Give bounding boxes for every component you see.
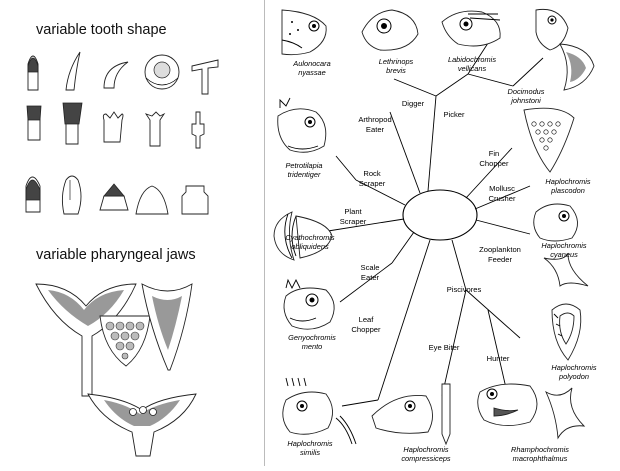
species-polyodon-label: Haplochromispolyodon	[551, 363, 596, 381]
category-rock-label-line-2: Scraper	[359, 179, 386, 188]
category-eye-label: Eye Biter	[429, 343, 460, 352]
category-digger-label-line: Digger	[402, 99, 425, 108]
category-leaf-label-line-2: Chopper	[351, 325, 381, 334]
panel-divider	[264, 0, 265, 466]
species-labidochromis-epithet: vellicans	[458, 64, 487, 73]
species-compressiceps-epithet: compressiceps	[401, 454, 451, 463]
category-pisc-label-line: Piscivores	[447, 285, 482, 294]
category-mollusc-label-line-1: Mollusc	[489, 184, 515, 193]
species-rhamphochromis-genus: Rhamphochromis	[511, 445, 569, 454]
category-scale-label-line-1: Scale	[361, 263, 380, 272]
fish-labidochromis-drawing	[442, 11, 500, 46]
category-plant-label-line-2: Scraper	[340, 217, 367, 226]
species-petrotilapia-genus: Petrotilapia	[286, 161, 323, 170]
category-rock-label-line-1: Rock	[363, 169, 381, 178]
fish-compressiceps-drawing	[372, 384, 450, 444]
species-docimodus-genus: Docimodus	[508, 87, 545, 96]
species-lethrinops-genus: Lethrinops	[379, 57, 414, 66]
fish-aulonocara-drawing	[282, 10, 326, 55]
pharyngeal-jaw-illustrations	[0, 0, 262, 466]
fish-similis-drawing	[283, 378, 356, 444]
species-similis-epithet: similis	[300, 448, 320, 457]
species-cyathochromis-genus: Cyathochromis	[285, 233, 335, 242]
category-picker-label-line: Picker	[443, 110, 465, 119]
species-labidochromis-genus: Labidochromis	[448, 55, 496, 64]
species-aulonocara-epithet: nyassae	[298, 68, 326, 77]
category-arthropod-label-line-2: Eater	[366, 125, 385, 134]
category-rock-label: RockScraper	[359, 169, 386, 188]
species-petrotilapia-epithet: tridentiger	[288, 170, 321, 179]
species-polyodon-genus: Haplochromis	[551, 363, 596, 372]
category-zoo-label-line-2: Feeder	[488, 255, 513, 264]
category-fin-label-line-1: Fin	[489, 149, 500, 158]
fish-plascodon-drawing	[524, 108, 574, 172]
category-fin-label-line-2: Chopper	[479, 159, 509, 168]
category-zoo-label-line-1: Zooplankton	[479, 245, 521, 254]
category-leaf-label-line-1: Leaf	[359, 315, 375, 324]
category-pisc-label: Piscivores	[447, 285, 482, 294]
species-plascodon-genus: Haplochromis	[545, 177, 590, 186]
jaw-arrowhead-drawing	[142, 284, 192, 370]
species-rhamphochromis-label: Rhamphochromismacrophthalmus	[511, 445, 569, 463]
species-compressiceps-genus: Haplochromis	[403, 445, 448, 454]
species-lethrinops-label: Lethrinopsbrevis	[379, 57, 414, 75]
species-polyodon-epithet: polyodon	[558, 372, 589, 381]
species-plascodon-epithet: plascodon	[550, 186, 585, 195]
species-cyathochromis-epithet: obliquidens	[291, 242, 329, 251]
species-genyochromis-genus: Genyochromis	[288, 333, 336, 342]
fish-genyochromis-drawing	[284, 280, 334, 329]
category-eye-label-line: Eye Biter	[429, 343, 460, 352]
category-plant-label: PlantScraper	[340, 207, 367, 226]
jaw-bowtie-drawing	[88, 394, 196, 456]
fish-lethrinops-drawing	[362, 10, 418, 50]
category-digger-label: Digger	[402, 99, 425, 108]
species-aulonocara-genus: Aulonocara	[292, 59, 330, 68]
category-scale-label-line-2: Eater	[361, 273, 380, 282]
species-rhamphochromis-epithet: macrophthalmus	[513, 454, 568, 463]
category-hunter-label: Hunter	[487, 354, 510, 363]
species-cyaneus-epithet: cyaneus	[550, 250, 578, 259]
fish-polyodon-drawing	[552, 304, 581, 360]
category-mollusc-label-line-2: Crusher	[488, 194, 515, 203]
species-similis-genus: Haplochromis	[287, 439, 332, 448]
category-picker-label: Picker	[443, 110, 465, 119]
fish-petrotilapia-drawing	[278, 98, 326, 152]
fish-docimodus-drawing	[536, 9, 594, 90]
fish-rhamphochromis-drawing	[478, 384, 584, 438]
species-docimodus-epithet: johnstoni	[510, 96, 541, 105]
left-panel: variable tooth shape	[0, 0, 262, 466]
category-arthropod-label-line-1: Arthropod	[358, 115, 391, 124]
species-lethrinops-epithet: brevis	[386, 66, 406, 75]
category-hunter-label-line: Hunter	[487, 354, 510, 363]
species-genyochromis-epithet: mento	[302, 342, 323, 351]
species-cyaneus-genus: Haplochromis	[541, 241, 586, 250]
category-plant-label-line-1: Plant	[344, 207, 362, 216]
jaw-molar-triangle-drawing	[100, 316, 150, 366]
